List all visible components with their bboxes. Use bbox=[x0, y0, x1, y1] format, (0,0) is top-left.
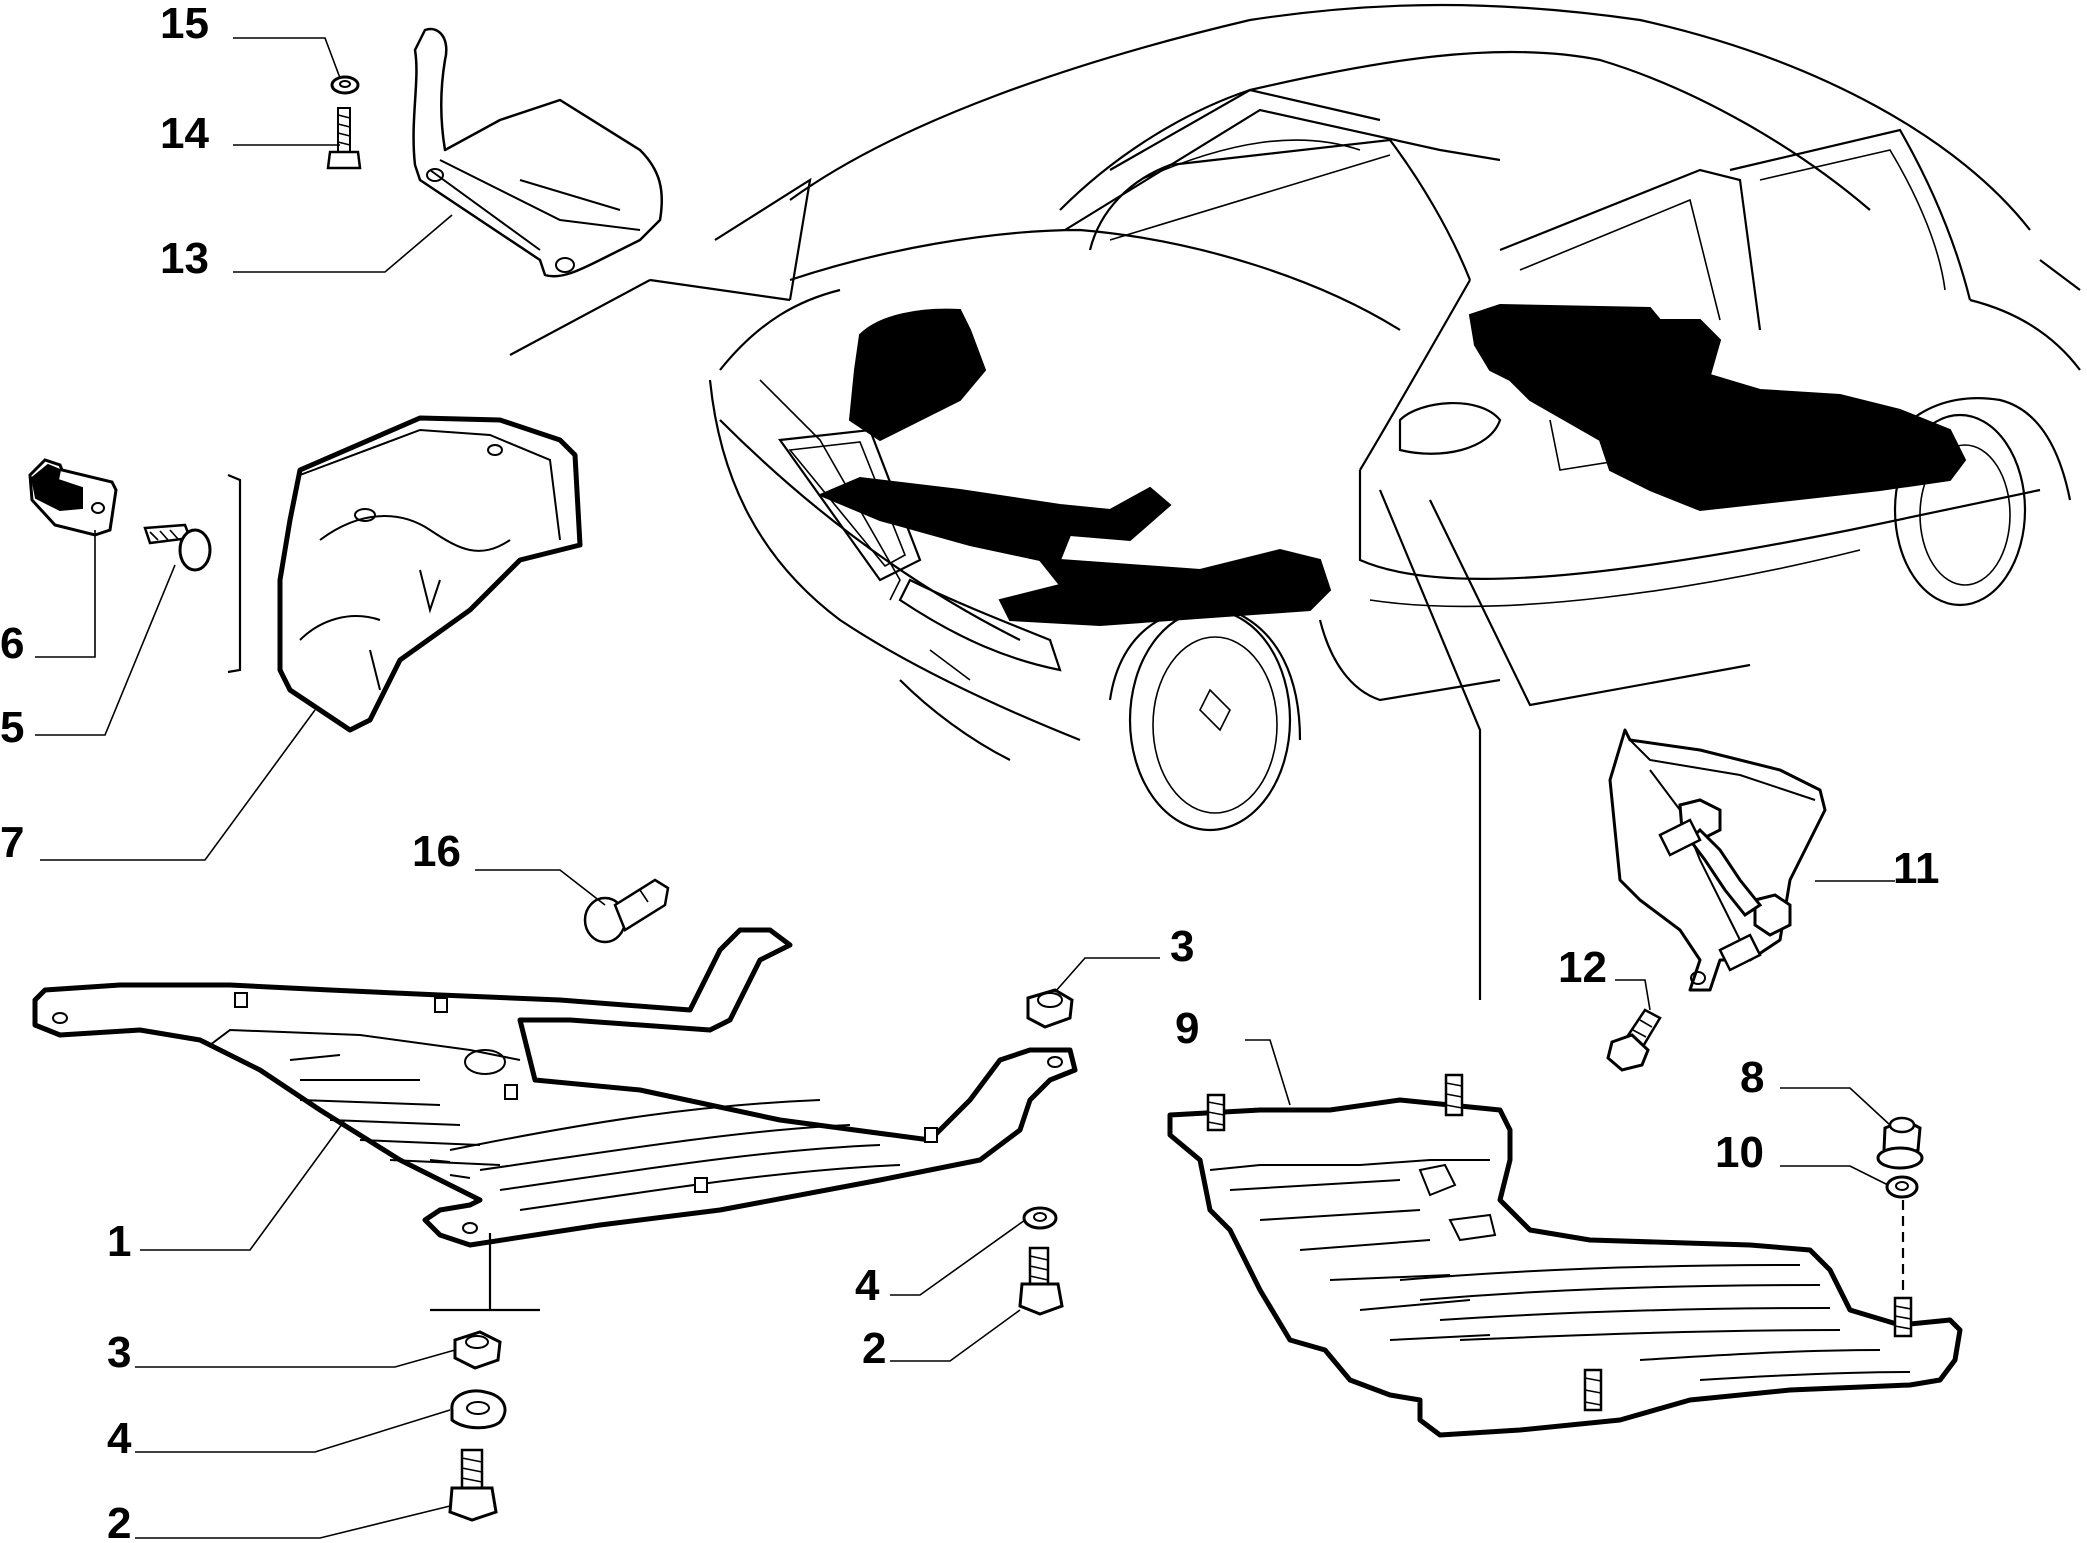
callout-13: 13 bbox=[160, 234, 209, 283]
callout-2-mid: 2 bbox=[862, 1324, 886, 1373]
part-7-side-panel bbox=[227, 415, 583, 733]
callout-3-upper: 3 bbox=[1170, 922, 1194, 971]
part-9-rear-undertray bbox=[1167, 1073, 1963, 1438]
car-highlight-engine-shield bbox=[848, 308, 987, 442]
callout-4-mid: 4 bbox=[855, 1261, 880, 1310]
part-14-bolt bbox=[326, 107, 362, 170]
part-12-bolt bbox=[1606, 1008, 1662, 1072]
callout-11: 11 bbox=[1893, 844, 1940, 893]
car-highlight-center-undertray bbox=[1468, 303, 1967, 512]
part-8-flange-nut bbox=[1876, 1116, 1924, 1170]
callout-6: 6 bbox=[0, 619, 24, 668]
callout-numbers: 15 14 13 6 5 7 16 3 1 3 4 2 4 2 9 11 12 … bbox=[0, 0, 1940, 1543]
part-3-nut-upper bbox=[1026, 988, 1074, 1029]
leader-lines bbox=[509, 177, 1751, 1000]
callout-8: 8 bbox=[1740, 1053, 1764, 1102]
callout-2-lower: 2 bbox=[107, 1499, 131, 1543]
part-11-bracket bbox=[1608, 728, 1827, 992]
part-1-front-undertray bbox=[32, 927, 1078, 1312]
callout-12: 12 bbox=[1558, 943, 1607, 992]
part-15-washer bbox=[330, 75, 360, 95]
part-16-push-pin bbox=[583, 878, 670, 944]
part-4-washer-mid bbox=[1022, 1206, 1058, 1230]
part-4-spring-washer-lower bbox=[450, 1389, 507, 1430]
car-body-outline bbox=[708, 3, 2081, 832]
callout-10: 10 bbox=[1715, 1128, 1764, 1177]
part-6-clip bbox=[28, 458, 118, 537]
callout-7: 7 bbox=[0, 818, 24, 867]
callout-4-lower: 4 bbox=[107, 1414, 132, 1463]
car-highlight-front-undertray bbox=[817, 476, 1332, 627]
callout-15: 15 bbox=[160, 0, 209, 48]
callout-leaders bbox=[35, 37, 1895, 1539]
callout-3-lower: 3 bbox=[107, 1328, 131, 1377]
callout-1: 1 bbox=[107, 1217, 131, 1266]
part-2-bolt-lower bbox=[448, 1448, 498, 1522]
part-2-bolt-mid bbox=[1018, 1246, 1064, 1316]
callout-9: 9 bbox=[1175, 1004, 1199, 1053]
part-10-washer bbox=[1885, 1175, 1919, 1199]
callout-14: 14 bbox=[160, 109, 209, 158]
callout-16: 16 bbox=[412, 827, 461, 876]
part-3-nut-lower bbox=[453, 1330, 502, 1370]
part-5-screw bbox=[143, 523, 212, 572]
part-13-heat-shield bbox=[412, 27, 664, 278]
callout-5: 5 bbox=[0, 703, 24, 752]
